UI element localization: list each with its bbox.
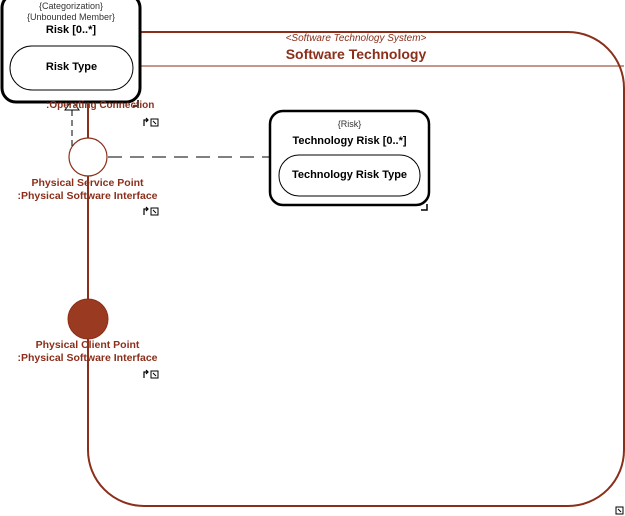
risk-title: Risk [0..*]: [45, 24, 97, 36]
client-point-icons[interactable]: [142, 366, 160, 379]
risk-stereotype-unbounded: {Unbounded Member}: [26, 12, 116, 22]
link-icon: [150, 370, 159, 379]
client-point-label-line2: :Physical Software Interface: [17, 352, 158, 364]
corner-arrow-icon: [143, 117, 149, 126]
risk-type-pill[interactable]: [9, 45, 134, 91]
bottom-right-link-icon-glyph: [617, 508, 622, 513]
tech-risk-stereotype: {Risk}: [337, 119, 362, 129]
corner-marker-icon: [133, 100, 139, 107]
service-point-label-line1: Physical Service Point: [31, 177, 144, 189]
client-point-label-line1: Physical Client Point: [35, 339, 140, 351]
bottom-right-link-icon: [615, 506, 624, 515]
link-icon: [150, 118, 159, 127]
corner-arrow-icon: [143, 206, 149, 215]
operating-connection-label: :Operating Connection: [46, 100, 155, 111]
service-point-label-line2: :Physical Software Interface: [17, 190, 158, 202]
service-point-icons[interactable]: [142, 203, 160, 216]
client-point-circle[interactable]: [67, 298, 109, 340]
operating-connection-icons[interactable]: [142, 114, 160, 127]
tech-risk-type-pill[interactable]: [278, 154, 421, 197]
link-icon: [150, 207, 159, 216]
realization-arrowhead: [64, 99, 80, 111]
risk-stereotype-categorization: {Categorization}: [38, 1, 104, 11]
system-boundary[interactable]: [87, 31, 625, 507]
system-stereotype: <Software Technology System>: [285, 33, 427, 44]
tech-risk-title: Technology Risk [0..*]: [292, 135, 407, 147]
tech-risk-type-label: Technology Risk Type: [291, 169, 408, 181]
risk-type-label: Risk Type: [45, 61, 98, 73]
service-point-circle[interactable]: [68, 137, 108, 177]
corner-marker-icon: [421, 204, 428, 211]
system-title: Software Technology: [285, 46, 427, 62]
corner-arrow-icon: [143, 369, 149, 378]
